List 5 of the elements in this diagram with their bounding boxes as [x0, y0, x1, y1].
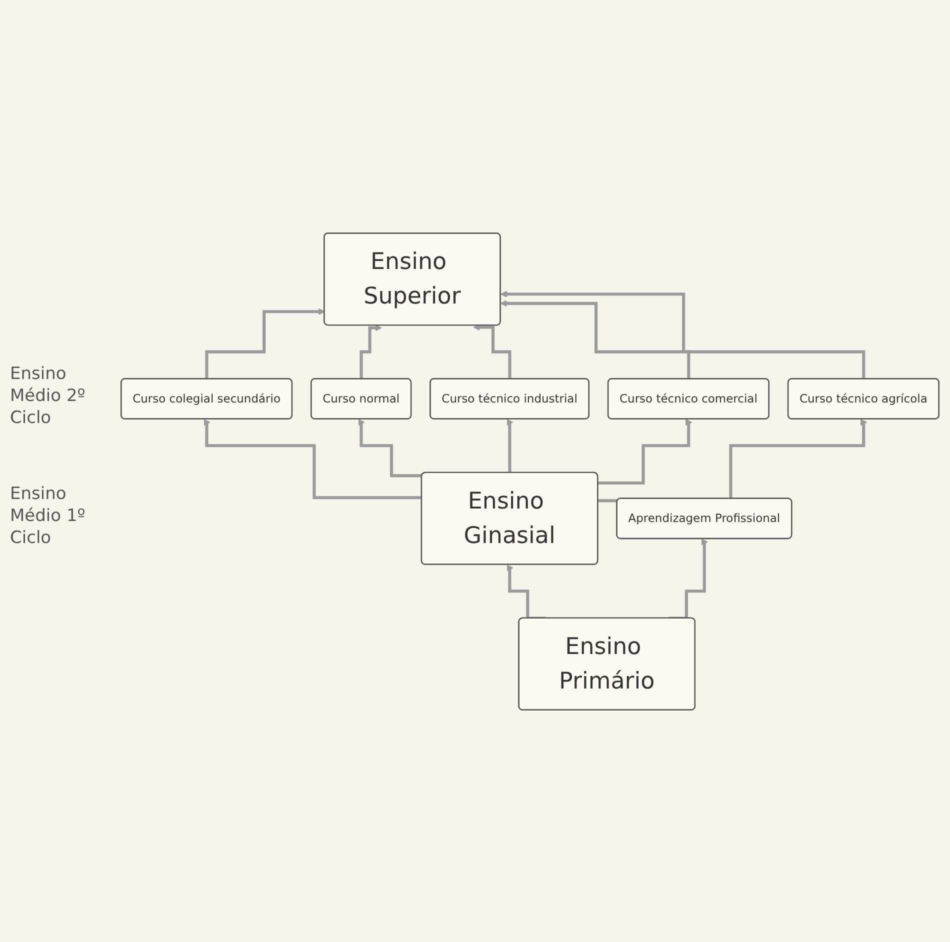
- level-label: Ensino Médio 2º Ciclo: [10, 363, 86, 430]
- arrow: [358, 418, 422, 477]
- arrow: [598, 418, 692, 484]
- arrow: [204, 418, 422, 499]
- level-label: Ensino Médio 1º Ciclo: [10, 482, 86, 550]
